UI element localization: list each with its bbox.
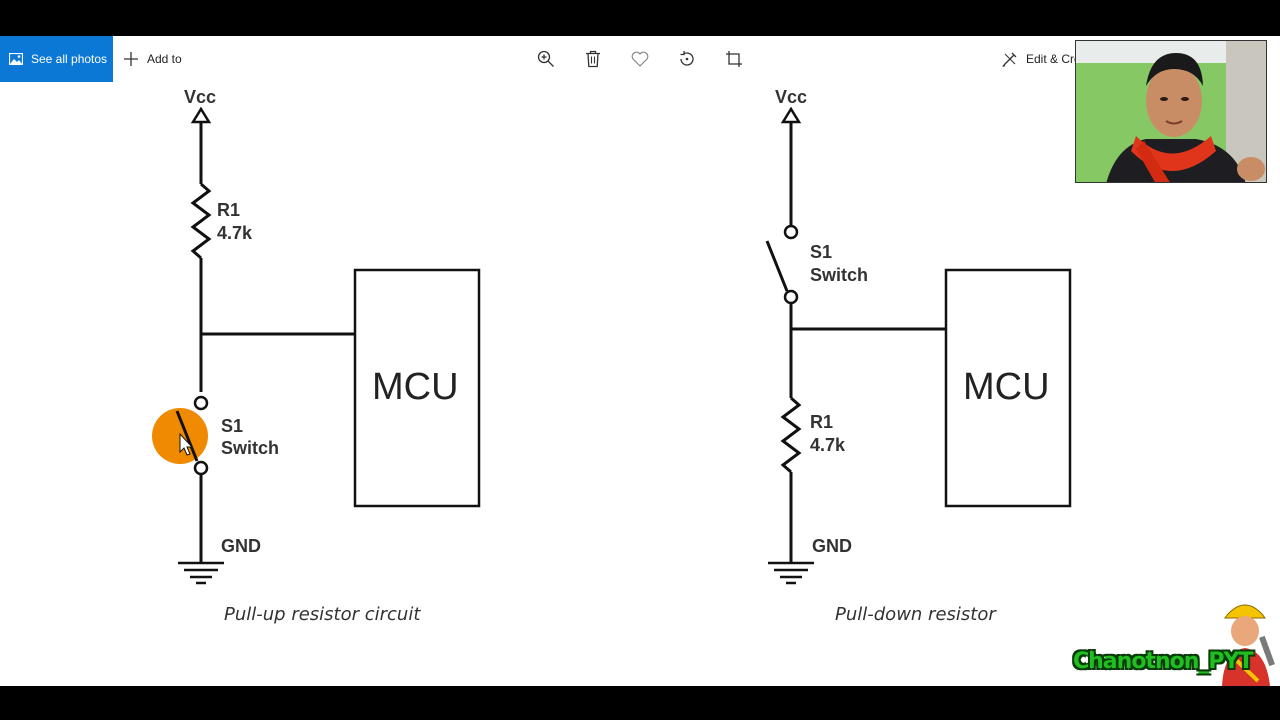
add-to-button[interactable]: Add to xyxy=(123,36,182,82)
webcam-overlay xyxy=(1075,40,1267,183)
pullup-mcu-box xyxy=(353,268,481,508)
edit-create-label: Edit & Cre xyxy=(1026,52,1081,66)
pulldown-switch-top-terminal xyxy=(783,224,799,240)
pullup-vcc-label: Vcc xyxy=(184,87,217,107)
pullup-switch-overlay xyxy=(175,410,199,462)
pullup-switch-top-terminal xyxy=(193,395,209,411)
pullup-resistor-r1 xyxy=(190,182,212,260)
pulldown-s1-name: S1 xyxy=(810,242,833,262)
circuit-diagrams xyxy=(178,106,1072,585)
pulldown-resistor-r1 xyxy=(780,396,802,474)
pullup-gnd-label: GND xyxy=(221,536,261,556)
pullup-gnd-symbol xyxy=(178,561,224,585)
mascot-icon xyxy=(1222,604,1275,686)
pullup-switch-lever xyxy=(175,410,199,462)
edit-create-button[interactable]: Edit & Cre xyxy=(1002,36,1081,82)
pulldown-switch-lever xyxy=(765,240,789,292)
mouse-pointer-icon xyxy=(179,432,194,456)
see-all-photos-button[interactable]: See all photos xyxy=(0,36,113,82)
pullup-r1-name: R1 xyxy=(217,200,241,220)
pullup-s1-name: S1 xyxy=(221,416,244,436)
viewer-toolbar: See all photos Add to xyxy=(0,36,1280,82)
pulldown-mcu-box xyxy=(944,268,1072,508)
add-to-label: Add to xyxy=(147,52,182,66)
pulldown-gnd-symbol xyxy=(768,561,814,585)
pulldown-mcu-label: MCU xyxy=(963,366,1050,408)
top-black-bar xyxy=(0,0,1280,36)
favorite-icon[interactable] xyxy=(630,49,650,69)
watermark-text: Chanotnon_PYT xyxy=(1073,649,1253,674)
pulldown-r1-name: R1 xyxy=(810,412,834,432)
pulldown-r1-value: 4.7k xyxy=(810,435,846,455)
plus-icon xyxy=(124,52,138,66)
pulldown-gnd-label: GND xyxy=(812,536,852,556)
channel-watermark: Chanotnon_PYT xyxy=(1070,596,1280,686)
photos-icon xyxy=(9,53,23,65)
bottom-black-bar xyxy=(0,686,1280,720)
pullup-s1-label: Switch xyxy=(221,438,280,458)
edit-icon xyxy=(1002,52,1017,67)
rotate-icon[interactable] xyxy=(677,49,697,69)
pulldown-caption: Pull-down resistor xyxy=(835,604,996,625)
presenter-video xyxy=(1076,41,1266,182)
pulldown-vcc-label: Vcc xyxy=(775,87,808,107)
pullup-r1-value: 4.7k xyxy=(217,223,253,243)
photo-viewer: See all photos Add to xyxy=(0,36,1280,686)
pullup-mcu-label: MCU xyxy=(372,366,459,408)
delete-icon[interactable] xyxy=(583,49,603,69)
crop-icon[interactable] xyxy=(724,49,744,69)
pullup-caption: Pull-up resistor circuit xyxy=(224,604,421,625)
zoom-in-icon[interactable] xyxy=(536,49,556,69)
see-all-photos-label: See all photos xyxy=(31,52,108,66)
pulldown-s1-label: Switch xyxy=(810,265,869,285)
